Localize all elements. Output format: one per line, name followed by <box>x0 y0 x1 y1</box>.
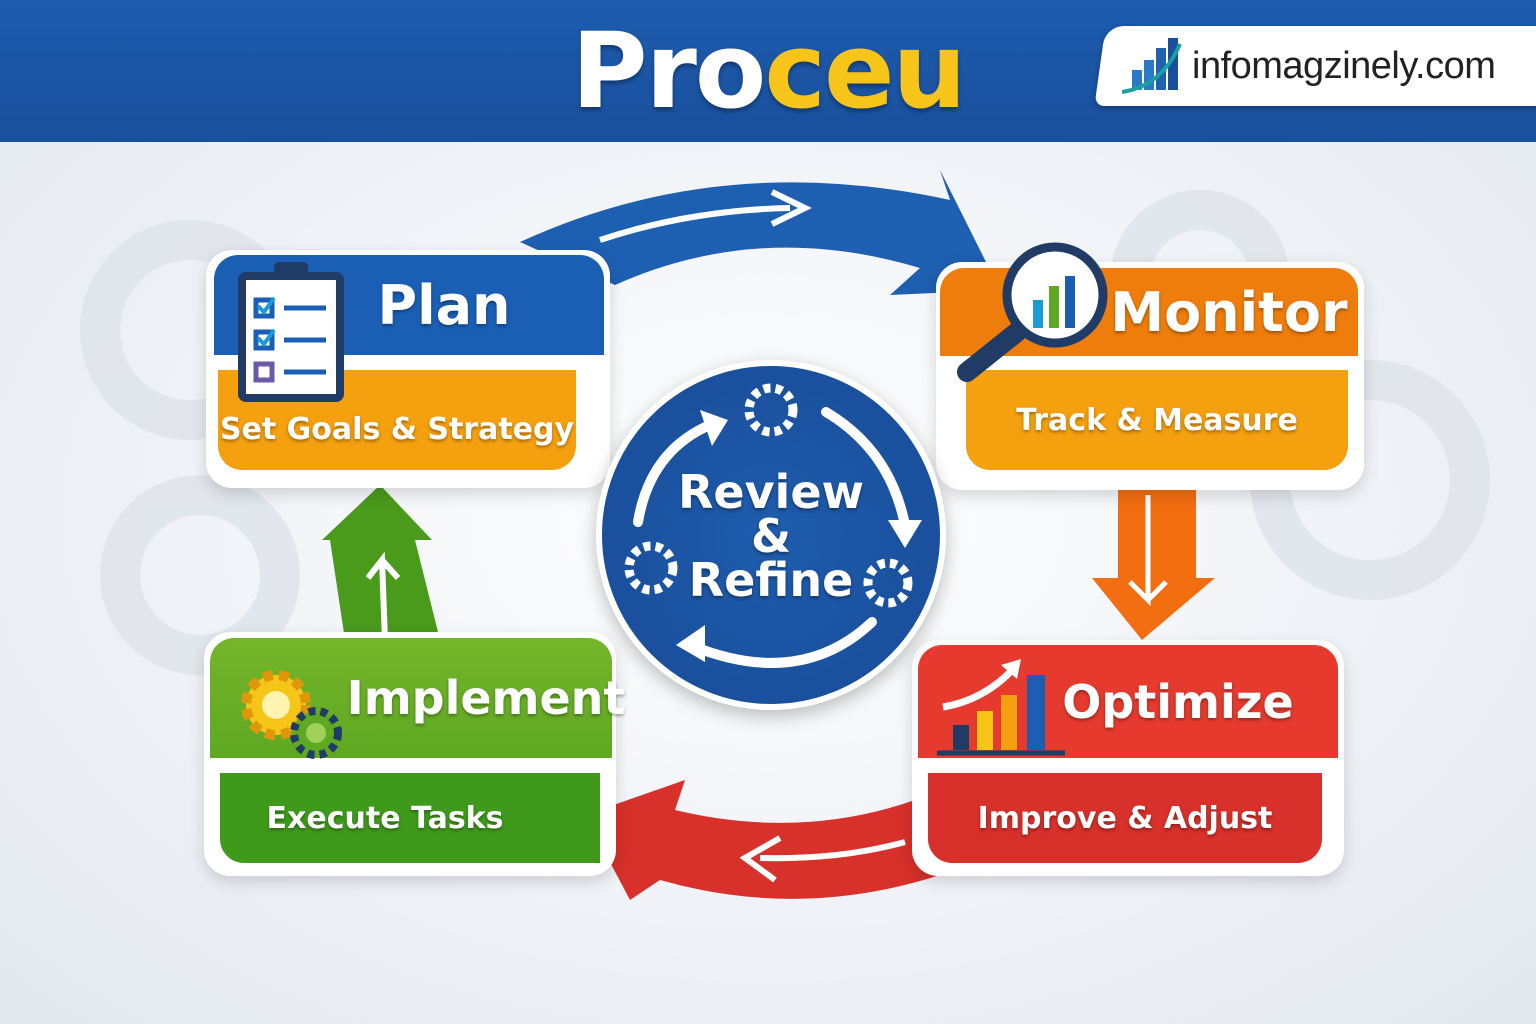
plan-subtitle: Set Goals & Strategy <box>219 411 575 447</box>
page-title: Proceu <box>0 10 1536 132</box>
arrow-optimize-to-implement <box>585 780 940 900</box>
logo: infomagzinely.com <box>1122 34 1496 98</box>
gears-icon <box>241 670 342 759</box>
optimize-title: Optimize <box>1062 674 1294 729</box>
center-label: Review & Refine <box>596 465 946 607</box>
monitor-subtitle: Track & Measure <box>1016 402 1298 438</box>
plan-title: Plan <box>377 273 511 337</box>
magnifier-chart-icon <box>957 242 1108 382</box>
monitor-header: Monitor <box>940 268 1358 356</box>
arrow-inner-down <box>1128 495 1168 607</box>
optimize-subtitle: Improve & Adjust <box>977 800 1273 836</box>
bar-chart-logo-icon <box>1122 38 1182 94</box>
clipboard-checklist-icon <box>238 262 344 402</box>
monitor-title: Monitor <box>1110 280 1348 344</box>
review-refine-circle <box>596 360 946 710</box>
title-part-2: ceu <box>764 10 966 132</box>
center-line-3: Refine <box>688 553 854 607</box>
arrow-plan-to-monitor <box>520 170 1000 295</box>
implement-subtitle: Execute Tasks <box>266 800 504 836</box>
title-part-1: Pro <box>571 10 766 132</box>
center-line-2: & <box>750 509 792 563</box>
growth-chart-icon <box>937 659 1065 756</box>
optimize-subtitle-band: Improve & Adjust <box>928 773 1322 863</box>
logo-text: infomagzinely.com <box>1192 44 1496 87</box>
implement-title: Implement <box>346 671 626 725</box>
arrow-inner-up <box>365 551 401 641</box>
arrow-inner-left <box>739 835 906 883</box>
center-line-1: Review <box>677 465 865 519</box>
arrow-monitor-to-optimize <box>1092 487 1215 640</box>
arrow-highlight <box>599 205 791 243</box>
monitor-subtitle-band: Track & Measure <box>966 370 1348 470</box>
arrow-head-highlight <box>770 189 812 227</box>
implement-subtitle-band: Execute Tasks <box>220 773 600 863</box>
